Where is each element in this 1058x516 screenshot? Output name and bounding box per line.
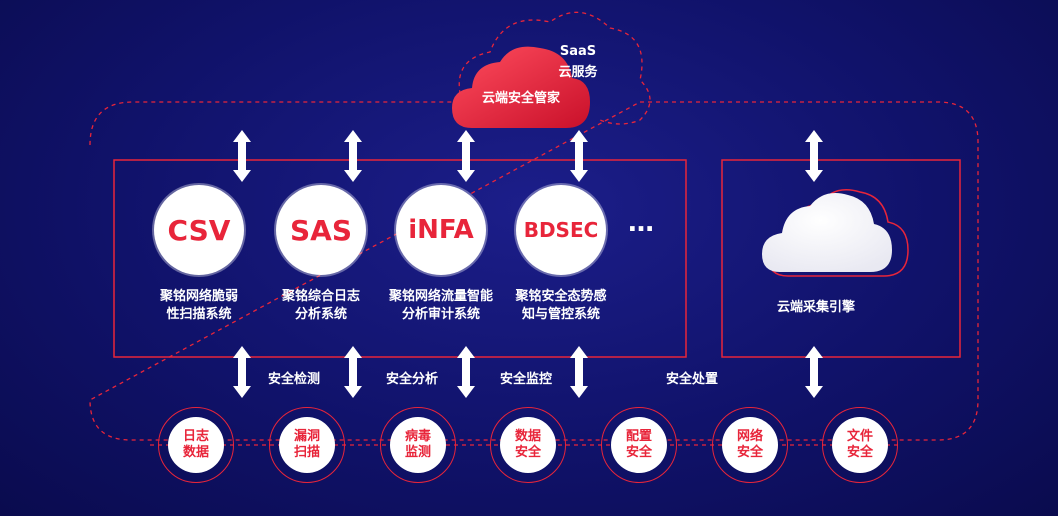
product-sas: SAS — [266, 175, 376, 285]
saas-label: SaaS — [559, 44, 597, 59]
product-csv: CSV — [144, 175, 254, 285]
outer-dashed-loop — [89, 101, 979, 441]
engine-cloud-shape — [762, 189, 909, 277]
more-indicator: … — [628, 208, 658, 238]
red-cloud-shape — [452, 46, 590, 128]
module-data-security: 数据安全 — [490, 407, 566, 483]
module-log-data: 日志数据 — [158, 407, 234, 483]
red-cloud-title: 云端安全管家 — [481, 91, 560, 106]
product-badge: SAS — [276, 185, 366, 275]
product-badge: BDSEC — [516, 185, 606, 275]
bottom-arrows — [233, 346, 823, 398]
saas-sublabel: 云服务 — [558, 65, 598, 80]
capability-monitor: 安全监控 — [500, 372, 553, 387]
product-bdsec: BDSEC — [506, 175, 616, 285]
module-config-security: 配置安全 — [601, 407, 677, 483]
capability-analysis: 安全分析 — [386, 372, 439, 387]
module-network-security: 网络安全 — [712, 407, 788, 483]
capability-detect: 安全检测 — [268, 372, 321, 387]
cloud-engine-name: 云端采集引擎 — [776, 300, 855, 315]
product-badge: iNFA — [396, 185, 486, 275]
product-name-csv: 聚铭网络脆弱 性扫描系统 — [159, 289, 238, 322]
product-name-infa: 聚铭网络流量智能 分析审计系统 — [388, 289, 493, 322]
engine-frame — [721, 159, 961, 358]
product-badge: CSV — [154, 185, 244, 275]
capability-response: 安全处置 — [666, 372, 719, 387]
product-name-sas: 聚铭综合日志 分析系统 — [281, 289, 360, 322]
saas-cloud-outline — [458, 11, 651, 125]
product-name-bdsec: 聚铭安全态势感 知与管控系统 — [515, 289, 607, 322]
product-frame — [113, 159, 687, 358]
top-arrows — [233, 130, 823, 182]
module-file-security: 文件安全 — [822, 407, 898, 483]
module-vuln-scan: 漏洞扫描 — [269, 407, 345, 483]
module-virus-monitor: 病毒监测 — [380, 407, 456, 483]
product-infa: iNFA — [386, 175, 496, 285]
